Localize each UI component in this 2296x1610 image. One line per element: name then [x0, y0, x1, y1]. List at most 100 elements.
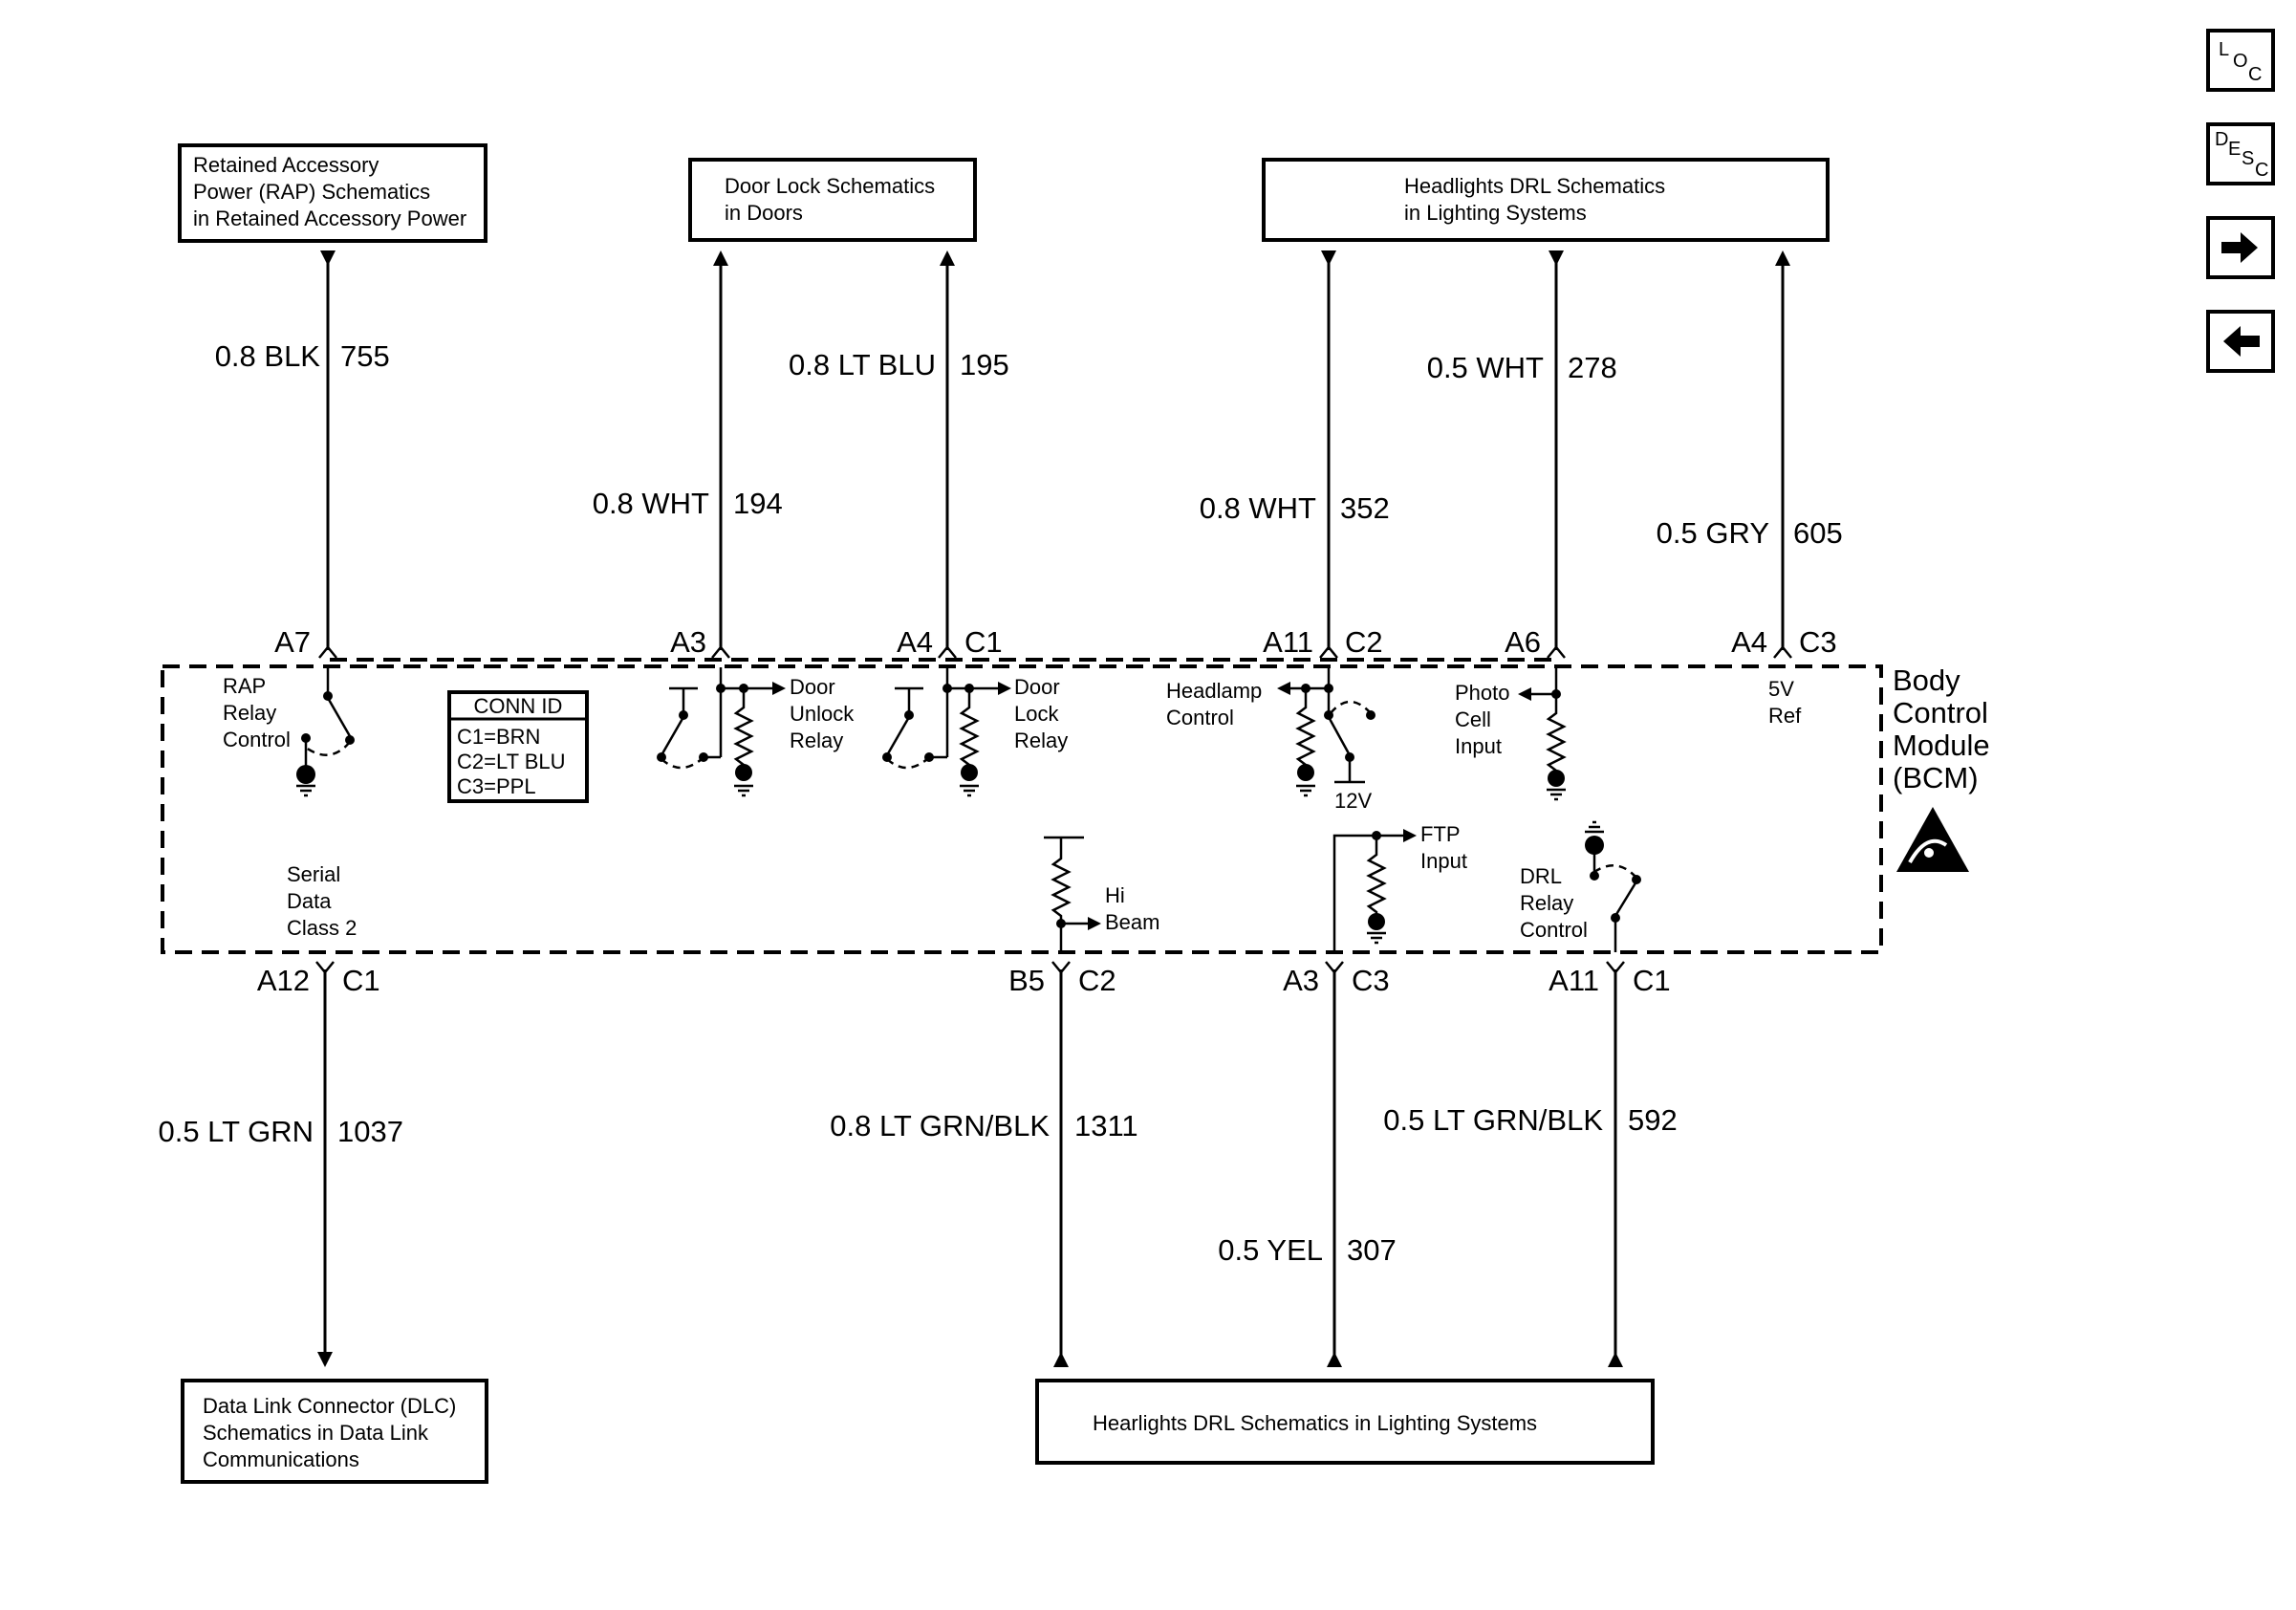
rap-box-line-3: in Retained Accessory Power	[193, 207, 466, 230]
right-arrow-icon	[2221, 232, 2258, 263]
headlights-drl-top-box: Headlights DRL Schematics in Lighting Sy…	[1262, 158, 1830, 242]
wire-352-connector: C2	[1345, 625, 1383, 659]
rap-relay-label-2: Relay	[223, 701, 276, 725]
wire-1037-connector: C1	[342, 964, 380, 997]
wire-605: 0.5 GRY 605 A4 C3	[1657, 250, 1843, 659]
loc-letter-c: C	[2248, 64, 2263, 85]
conn-id-line-1: C1=BRN	[457, 725, 540, 749]
conn-id-box: CONN ID C1=BRN C2=LT BLU C3=PPL	[447, 690, 589, 803]
wire-592: 0.5 LT GRN/BLK 592 A11 C1	[1383, 961, 1678, 1367]
desc-button[interactable]: D E S C	[2206, 122, 2275, 185]
rap-box-line-1: Retained Accessory	[193, 153, 379, 177]
bcm-title-line-3: Module	[1893, 729, 1990, 762]
conn-id-line-3: C3=PPL	[457, 774, 536, 798]
rap-relay-control-switch: RAP Relay Control	[223, 667, 355, 797]
loc-letter-l: L	[2219, 39, 2230, 60]
wire-278: 0.5 WHT 278 A6	[1427, 250, 1617, 659]
door-lock-box-line-1: Door Lock Schematics	[725, 174, 935, 198]
loc-button[interactable]: L O C	[2206, 29, 2275, 92]
wire-352-pin: A11	[1263, 625, 1313, 659]
wire-1311-circuit: 1311	[1074, 1109, 1138, 1142]
hi-beam-label-2: Beam	[1105, 910, 1159, 934]
desc-letter-e: E	[2228, 139, 2242, 160]
conn-id-title: CONN ID	[474, 694, 563, 718]
dlc-schematics-box: Data Link Connector (DLC) Schematics in …	[181, 1379, 488, 1484]
desc-letter-c: C	[2255, 160, 2269, 181]
five-v-ref-label-1: 5V	[1768, 677, 1794, 701]
wire-195-pin: A4	[897, 625, 933, 659]
door-lock-relay-circuit: Door Lock Relay	[882, 667, 1068, 797]
wire-605-connector: C3	[1799, 625, 1837, 659]
serial-data-label-3: Class 2	[287, 916, 357, 940]
headlamp-control-circuit: Headlamp Control 12V	[1166, 667, 1375, 813]
dlc-box-line-2: Schematics in Data Link	[203, 1421, 429, 1445]
wire-194-color: 0.8 WHT	[593, 487, 709, 520]
headlights-drl-bottom-box: Hearlights DRL Schematics in Lighting Sy…	[1035, 1379, 1655, 1465]
ftp-input-label-1: FTP	[1420, 822, 1461, 846]
wire-605-color: 0.5 GRY	[1657, 516, 1769, 550]
wire-1037-pin: A12	[257, 964, 310, 997]
photo-cell-label-2: Cell	[1455, 707, 1491, 731]
back-button[interactable]	[2206, 310, 2275, 373]
wire-307-connector: C3	[1352, 964, 1390, 997]
door-lock-label-3: Relay	[1014, 729, 1068, 752]
headlights-bottom-line-1: Hearlights DRL Schematics in Lighting Sy…	[1093, 1411, 1537, 1435]
door-unlock-relay-circuit: Door Unlock Relay	[657, 667, 855, 797]
left-arrow-icon	[2223, 326, 2260, 357]
wire-307-pin: A3	[1283, 964, 1319, 997]
wire-1037-color: 0.5 LT GRN	[158, 1115, 314, 1148]
wire-1311-pin: B5	[1008, 964, 1045, 997]
photo-cell-input-circuit: Photo Cell Input	[1455, 667, 1568, 801]
esd-warning-icon	[1896, 807, 1969, 872]
door-lock-box-line-2: in Doors	[725, 201, 803, 225]
bcm-title: Body Control Module (BCM)	[1893, 664, 1990, 794]
photo-cell-label-1: Photo	[1455, 681, 1510, 705]
door-unlock-label-3: Relay	[790, 729, 843, 752]
bcm-title-line-1: Body	[1893, 664, 1960, 697]
wire-194-circuit: 194	[733, 487, 783, 520]
wire-1037: 0.5 LT GRN 1037 A12 C1	[158, 961, 403, 1367]
drl-relay-label-1: DRL	[1520, 864, 1562, 888]
loc-letter-o: O	[2233, 51, 2248, 72]
door-lock-schematics-box: Door Lock Schematics in Doors	[688, 158, 977, 242]
desc-letter-d: D	[2215, 129, 2229, 150]
dlc-box-line-3: Communications	[203, 1447, 359, 1471]
door-lock-label-2: Lock	[1014, 702, 1059, 726]
wire-592-circuit: 592	[1628, 1103, 1678, 1137]
wire-307: 0.5 YEL 307 A3 C3	[1218, 961, 1397, 1367]
drl-relay-label-2: Relay	[1520, 891, 1573, 915]
rap-schematics-box: Retained Accessory Power (RAP) Schematic…	[178, 143, 487, 243]
five-v-ref-label: 5V Ref	[1768, 677, 1802, 728]
headlamp-label-1: Headlamp	[1166, 679, 1262, 703]
wire-755-color: 0.8 BLK	[215, 339, 321, 373]
hi-beam-label-1: Hi	[1105, 883, 1125, 907]
headlamp-label-2: Control	[1166, 706, 1234, 729]
wire-278-pin: A6	[1505, 625, 1541, 659]
door-unlock-label-1: Door	[790, 675, 835, 699]
ftp-input-circuit: FTP Input	[1332, 822, 1467, 952]
wire-605-circuit: 605	[1793, 516, 1843, 550]
wire-195-color: 0.8 LT BLU	[789, 348, 936, 381]
bcm-title-line-2: Control	[1893, 696, 1988, 729]
bcm-boundary	[161, 658, 1883, 954]
wire-352-color: 0.8 WHT	[1200, 491, 1316, 525]
wire-195: 0.8 LT BLU 195 A4 C1	[789, 250, 1009, 659]
wire-605-pin: A4	[1731, 625, 1767, 659]
headlights-top-line-2: in Lighting Systems	[1404, 201, 1587, 225]
dlc-box-line-1: Data Link Connector (DLC)	[203, 1394, 456, 1418]
forward-button[interactable]	[2206, 216, 2275, 279]
conn-id-line-2: C2=LT BLU	[457, 750, 566, 773]
rap-box-line-2: Power (RAP) Schematics	[193, 180, 430, 204]
door-lock-label-1: Door	[1014, 675, 1060, 699]
wire-1311: 0.8 LT GRN/BLK 1311 B5 C2	[830, 961, 1138, 1367]
bcm-title-line-4: (BCM)	[1893, 761, 1979, 794]
drl-relay-label-3: Control	[1520, 918, 1588, 942]
serial-data-label-1: Serial	[287, 862, 340, 886]
wire-307-color: 0.5 YEL	[1218, 1233, 1323, 1267]
wire-592-color: 0.5 LT GRN/BLK	[1383, 1103, 1603, 1137]
rap-relay-label-3: Control	[223, 728, 291, 751]
wire-352-circuit: 352	[1340, 491, 1390, 525]
wire-755-pin: A7	[274, 625, 311, 659]
wire-1037-circuit: 1037	[337, 1115, 403, 1148]
